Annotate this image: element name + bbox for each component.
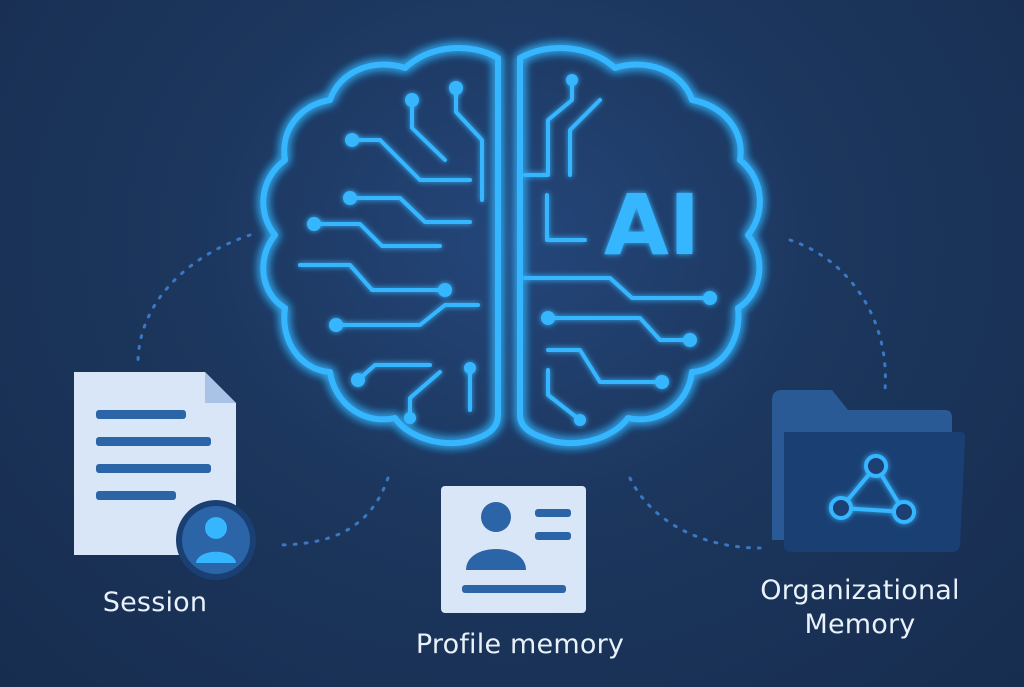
brain-right-hemisphere xyxy=(517,45,763,447)
connector-right-bottom xyxy=(628,476,762,550)
document-lines xyxy=(96,410,211,500)
profile-card xyxy=(441,486,586,613)
session-label: Session xyxy=(102,587,208,618)
circuit-traces xyxy=(298,78,712,422)
profile-card-icon xyxy=(441,486,586,613)
folder-front xyxy=(784,432,966,552)
document-with-user-icon xyxy=(74,372,256,580)
connector-left-top xyxy=(136,233,252,362)
circuit-nodes xyxy=(307,74,717,426)
user-avatar-icon xyxy=(176,500,256,580)
profile-memory-label: Profile memory xyxy=(415,629,625,660)
dotted-connectors xyxy=(136,233,887,550)
org-label-text: Organizational Memory xyxy=(760,575,960,640)
network-graph-icon xyxy=(829,454,916,524)
connector-left-bottom xyxy=(273,476,390,547)
connector-right-top xyxy=(788,238,887,392)
brain-icon xyxy=(260,45,763,447)
organizational-memory-label: Organizational Memory xyxy=(735,574,985,642)
network-folder-icon xyxy=(772,390,966,552)
document-fold xyxy=(205,372,236,403)
brain-left-hemisphere xyxy=(260,45,501,447)
brain-ai-text: AI xyxy=(604,176,700,274)
